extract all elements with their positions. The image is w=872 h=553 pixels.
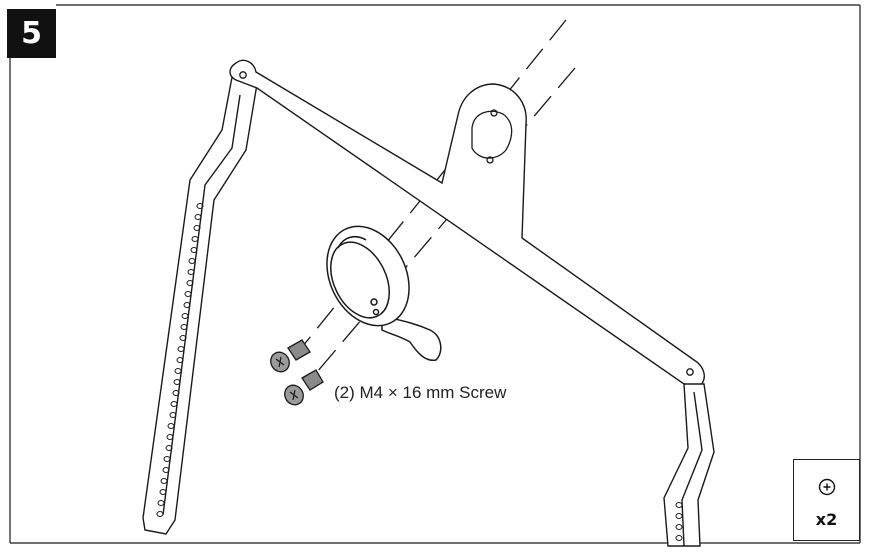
phillips-screw-head-icon <box>818 478 836 501</box>
quantity-label: x2 <box>815 510 838 529</box>
bracket-crossbar <box>229 59 705 387</box>
screw-callout-label: (2) M4 × 16 mm Screw <box>334 383 507 402</box>
bracket-left-holes <box>156 203 204 517</box>
quantity-box: x2 <box>793 459 860 541</box>
bracket-left-arm <box>142 70 258 535</box>
bracket-slot <box>239 71 694 376</box>
panel-border <box>9 4 861 544</box>
bracket-right-arm <box>663 383 715 547</box>
ring-mount <box>326 225 442 362</box>
alignment-lines <box>289 19 576 386</box>
step-number-badge: 5 <box>7 9 56 58</box>
screw-upper <box>270 339 311 373</box>
bracket-right-holes <box>675 502 683 541</box>
screw-lower <box>284 369 324 406</box>
